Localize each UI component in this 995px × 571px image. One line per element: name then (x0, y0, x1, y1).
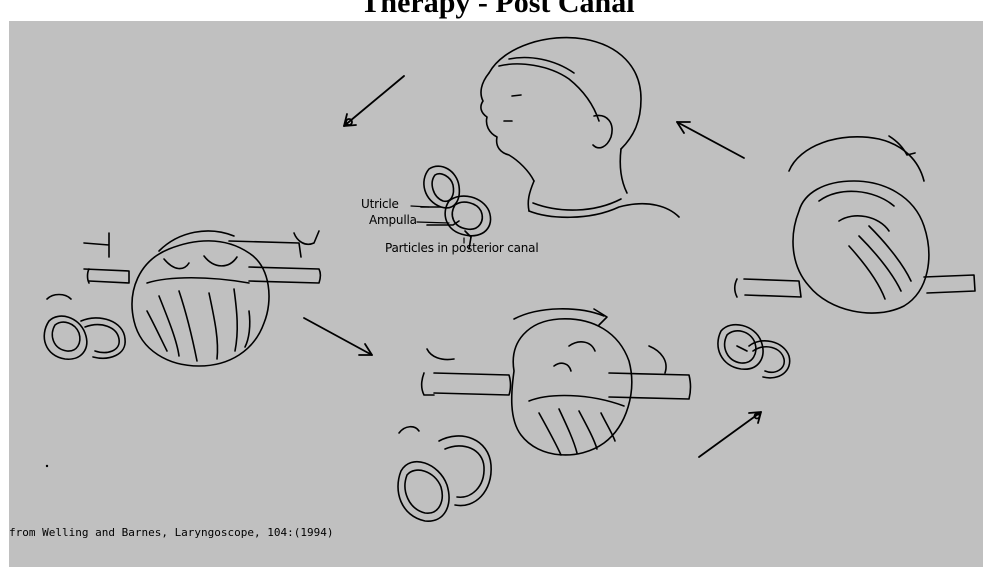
source-credit: from Welling and Barnes, Laryngoscope, 1… (9, 526, 334, 539)
inner-ear-bottom (398, 427, 491, 521)
label-particles: Particles in posterior canal (385, 241, 538, 255)
arrow-top-left (344, 76, 404, 126)
inner-ear-right (718, 325, 790, 378)
inner-ear-seated (421, 166, 491, 249)
illustration (9, 21, 983, 567)
lying-head-right (735, 136, 975, 313)
speck (46, 465, 48, 467)
arrow-bottom-to-right (699, 412, 761, 457)
lying-head-left (84, 231, 321, 366)
diagram-panel: Utricle Ampulla Particles in posterior c… (9, 21, 983, 567)
seated-head-profile (481, 38, 679, 218)
arrow-left-to-bottom (304, 318, 372, 355)
page-title: Therapy - Post Canal (0, 0, 995, 20)
label-ampulla: Ampulla (369, 213, 417, 227)
title-strip: Therapy - Post Canal (0, 0, 995, 22)
arrow-right-to-top (677, 122, 744, 158)
inner-ear-left (44, 295, 125, 360)
lying-head-bottom (422, 309, 691, 455)
label-utricle: Utricle (361, 197, 399, 211)
